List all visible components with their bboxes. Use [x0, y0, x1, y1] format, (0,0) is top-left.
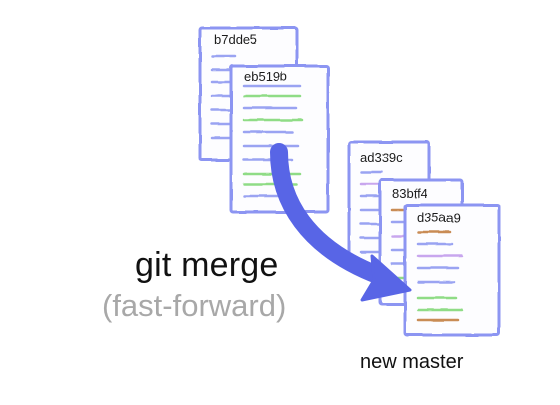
commit-label: ad339c [360, 150, 403, 165]
commit-label: eb519b [244, 69, 287, 84]
commit-label: 83bff4 [392, 186, 428, 201]
card-paper [229, 64, 330, 214]
arrow-shaft [270, 143, 389, 285]
operation-subtitle: (fast-forward) [102, 288, 287, 323]
arrow-head [360, 254, 412, 302]
result-branch-label: new master [360, 351, 464, 373]
merge-arrow [270, 143, 412, 302]
commit-card-eb519b: eb519b [229, 64, 330, 214]
card-lines [359, 170, 384, 254]
commit-label: d35aa9 [417, 210, 460, 225]
commit-label: b7dde5 [214, 32, 257, 47]
card-paper [403, 203, 501, 337]
card-lines [210, 54, 237, 140]
card-lines [416, 230, 464, 322]
commit-card-d35aa9: d35aa9 [403, 203, 501, 337]
operation-title: git merge [135, 246, 279, 284]
